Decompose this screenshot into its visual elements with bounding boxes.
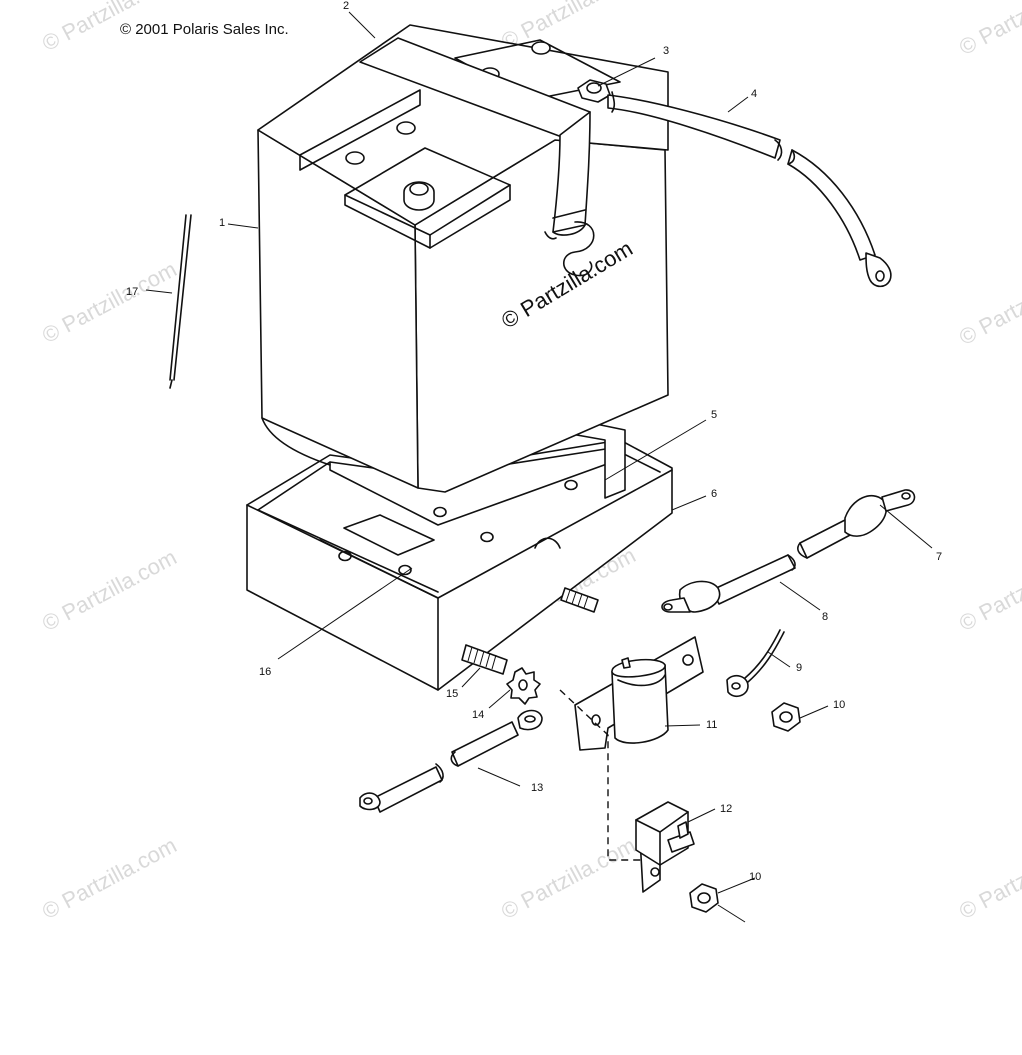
part-17-wire — [169, 214, 192, 389]
part-8-cable — [661, 580, 721, 613]
callout-17: 17 — [126, 286, 139, 298]
callout-10-upper: 10 — [833, 699, 846, 711]
callout-2: 2 — [343, 0, 350, 12]
callout-12: 12 — [720, 803, 733, 815]
callout-13: 13 — [531, 782, 544, 794]
copyright-notice: © 2001 Polaris Sales Inc. — [120, 21, 289, 38]
lock-washer — [506, 667, 541, 705]
callout-10-lower: 10 — [749, 871, 762, 883]
callout-16: 16 — [259, 666, 272, 678]
hex-nut-lower — [689, 883, 719, 913]
solenoid — [574, 636, 704, 751]
callout-5: 5 — [711, 409, 718, 421]
leader-lines — [145, 11, 933, 923]
stud-lower — [461, 644, 508, 675]
callout-14: 14 — [472, 709, 485, 721]
callout-3: 3 — [663, 45, 670, 57]
callout-15: 15 — [446, 688, 459, 700]
callout-7: 7 — [936, 551, 943, 563]
battery-strap — [359, 37, 595, 277]
positive-cable — [607, 91, 892, 288]
part-7-cable — [711, 489, 916, 605]
part-9-wire — [726, 629, 785, 698]
callout-1: 1 — [219, 217, 226, 229]
regulator — [635, 801, 695, 893]
callout-11: 11 — [706, 719, 718, 731]
callout-6: 6 — [711, 488, 718, 500]
callout-9: 9 — [796, 662, 803, 674]
hex-nut-upper — [771, 702, 801, 732]
callout-8: 8 — [822, 611, 829, 623]
part-13-cable — [359, 709, 543, 813]
battery — [257, 24, 669, 493]
stud-upper — [560, 587, 599, 613]
callout-4: 4 — [751, 88, 758, 100]
